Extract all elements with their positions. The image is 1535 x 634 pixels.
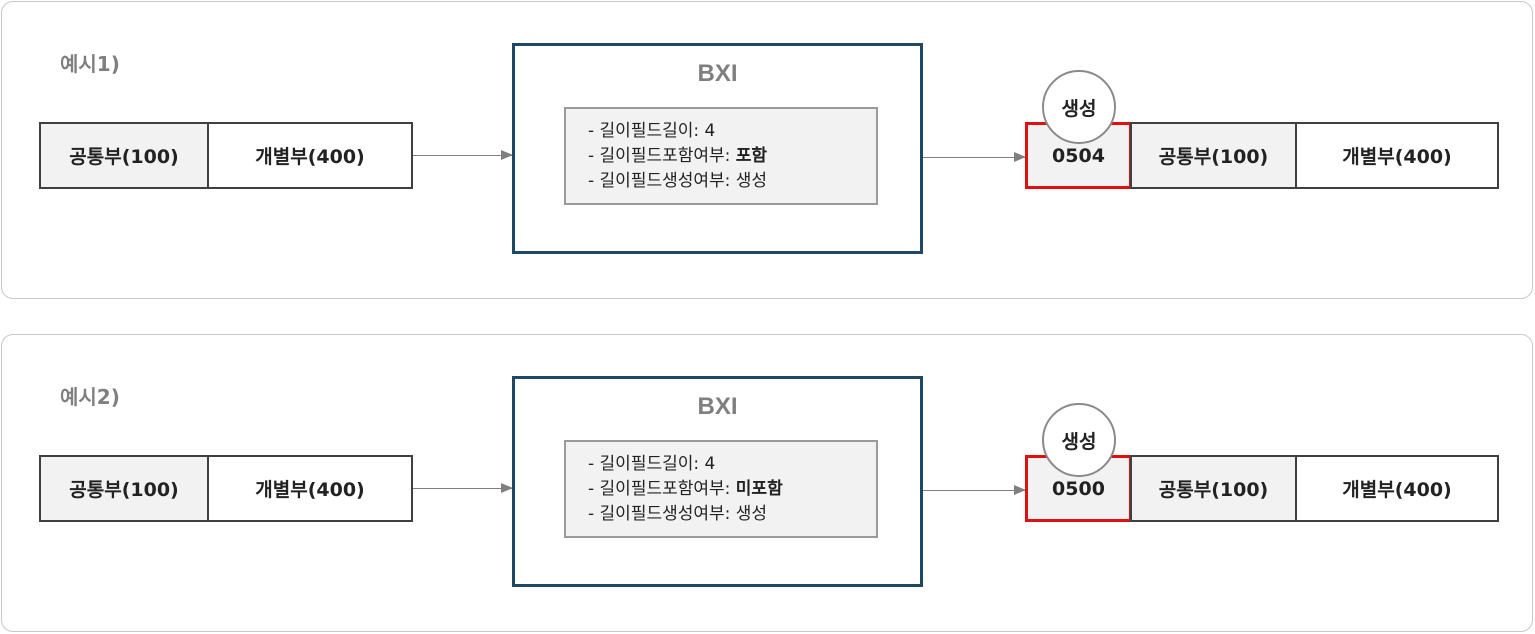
arrow-to-output (923, 152, 1026, 162)
rule-length-field-length: - 길이필드길이: 4 (588, 119, 876, 144)
rule-prefix: - 길이필드생성여부: (588, 171, 736, 191)
rule-value: 4 (704, 454, 716, 474)
output-individual-block: 개별부(400) (1295, 455, 1499, 522)
rule-length-field-included: - 길이필드포함여부: 포함 (588, 144, 876, 169)
input-individual-block: 개별부(400) (207, 122, 413, 189)
rule-value: 4 (704, 121, 716, 141)
output-common-block: 공통부(100) (1130, 122, 1297, 189)
output-individual-block: 개별부(400) (1295, 122, 1499, 189)
bxi-rules: - 길이필드길이: 4 - 길이필드포함여부: 미포함 - 길이필드생성여부: … (564, 440, 878, 538)
rule-value: 미포함 (735, 479, 783, 499)
input-common-block: 공통부(100) (39, 122, 209, 189)
arrow-to-bxi (413, 150, 513, 160)
bxi-box: BXI - 길이필드길이: 4 - 길이필드포함여부: 포함 - 길이필드생성여… (512, 43, 923, 254)
bxi-title: BXI (697, 393, 738, 420)
rule-value: 생성 (735, 171, 768, 191)
output-length-block: 0500 (1025, 455, 1132, 522)
bxi-rules: - 길이필드길이: 4 - 길이필드포함여부: 포함 - 길이필드생성여부: 생… (564, 107, 878, 205)
rule-prefix: - 길이필드생성여부: (588, 504, 736, 524)
rule-prefix: - 길이필드길이: (588, 454, 705, 474)
rule-prefix: - 길이필드포함여부: (588, 146, 736, 166)
input-individual-block: 개별부(400) (207, 455, 413, 522)
example-panel-2: 예시2) 공통부(100) 개별부(400) BXI - 길이필드길이: 4 -… (1, 334, 1533, 632)
example-label: 예시2) (60, 385, 120, 409)
bxi-title: BXI (697, 60, 738, 87)
arrow-to-output (923, 485, 1026, 495)
rule-value: 생성 (735, 504, 768, 524)
rule-prefix: - 길이필드길이: (588, 121, 705, 141)
input-common-block: 공통부(100) (39, 455, 209, 522)
output-common-block: 공통부(100) (1130, 455, 1297, 522)
example-label: 예시1) (60, 52, 120, 76)
rule-value: 포함 (735, 146, 768, 166)
generated-badge: 생성 (1042, 70, 1116, 144)
rule-length-field-included: - 길이필드포함여부: 미포함 (588, 477, 876, 502)
arrow-to-bxi (413, 483, 513, 493)
rule-length-field-length: - 길이필드길이: 4 (588, 452, 876, 477)
rule-length-field-generated: - 길이필드생성여부: 생성 (588, 502, 876, 527)
example-panel-1: 예시1) 공통부(100) 개별부(400) BXI - 길이필드길이: 4 -… (1, 1, 1533, 299)
rule-length-field-generated: - 길이필드생성여부: 생성 (588, 169, 876, 194)
bxi-box: BXI - 길이필드길이: 4 - 길이필드포함여부: 미포함 - 길이필드생성… (512, 376, 923, 587)
generated-badge: 생성 (1042, 403, 1116, 477)
rule-prefix: - 길이필드포함여부: (588, 479, 736, 499)
